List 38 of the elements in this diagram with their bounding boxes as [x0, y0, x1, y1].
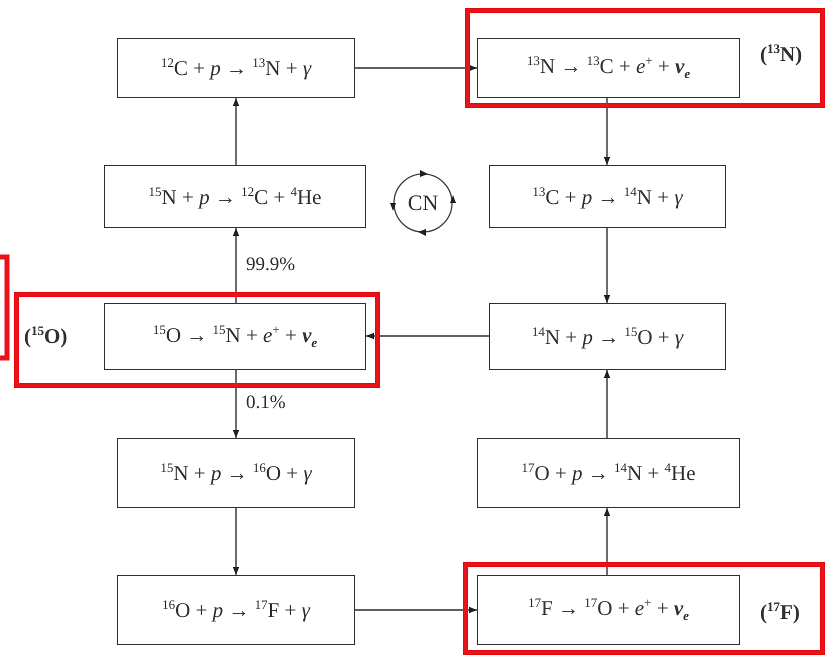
isotope-label: ($^{17}$F) [760, 599, 800, 625]
reaction-box [117, 575, 355, 645]
arrow [232, 370, 240, 438]
arrow [232, 98, 240, 165]
isotope-label: ($^{13}$N) [760, 41, 802, 67]
reaction-box [477, 438, 740, 508]
arrow [366, 332, 489, 340]
highlight-frame [465, 8, 825, 108]
reaction-box [477, 38, 740, 98]
reaction-box [489, 303, 726, 370]
arrow [355, 606, 477, 614]
highlight-frame [14, 292, 380, 388]
reaction-text: $^{13}$N → $^{13}$C + e$^{+}$ + ν$_{e}$ [526, 53, 690, 83]
reaction-text: $^{17}$F → $^{17}$O + e$^{+}$ + ν$_{e}$ [528, 595, 689, 625]
arrow [232, 508, 240, 575]
reaction-text: $^{13}$C + p → $^{14}$N + γ [532, 184, 683, 210]
reaction-text: $^{15}$O → $^{15}$N + e$^{+}$ + ν$_{e}$ [152, 322, 318, 352]
reaction-box [117, 438, 355, 508]
reaction-text: $^{14}$N + p → $^{15}$O + γ [532, 324, 684, 350]
reaction-box [117, 38, 355, 98]
arrow [604, 370, 610, 438]
isotope-label: ($^{15}$O) [24, 323, 68, 349]
reaction-text: $^{16}$O + p → $^{17}$F + γ [162, 597, 310, 623]
reaction-box [104, 165, 366, 228]
arrow [355, 64, 477, 72]
reaction-text: $^{12}$C + p → $^{13}$N + γ [160, 55, 312, 81]
reaction-text: $^{17}$O + p → $^{14}$N + $^{4}$He [521, 460, 696, 486]
arrow [604, 98, 610, 165]
cycle-label: CN [408, 190, 438, 216]
arrow [604, 228, 610, 303]
reaction-text: $^{15}$N + p → $^{16}$O + γ [160, 460, 312, 486]
reaction-text: $^{15}$N + p → $^{12}$C + $^{4}$He [148, 184, 322, 210]
reaction-box [104, 303, 366, 370]
reaction-box [489, 165, 726, 228]
reaction-box [477, 575, 740, 645]
arrow [604, 508, 610, 575]
highlight-frame [463, 562, 825, 655]
arrow [232, 228, 240, 303]
